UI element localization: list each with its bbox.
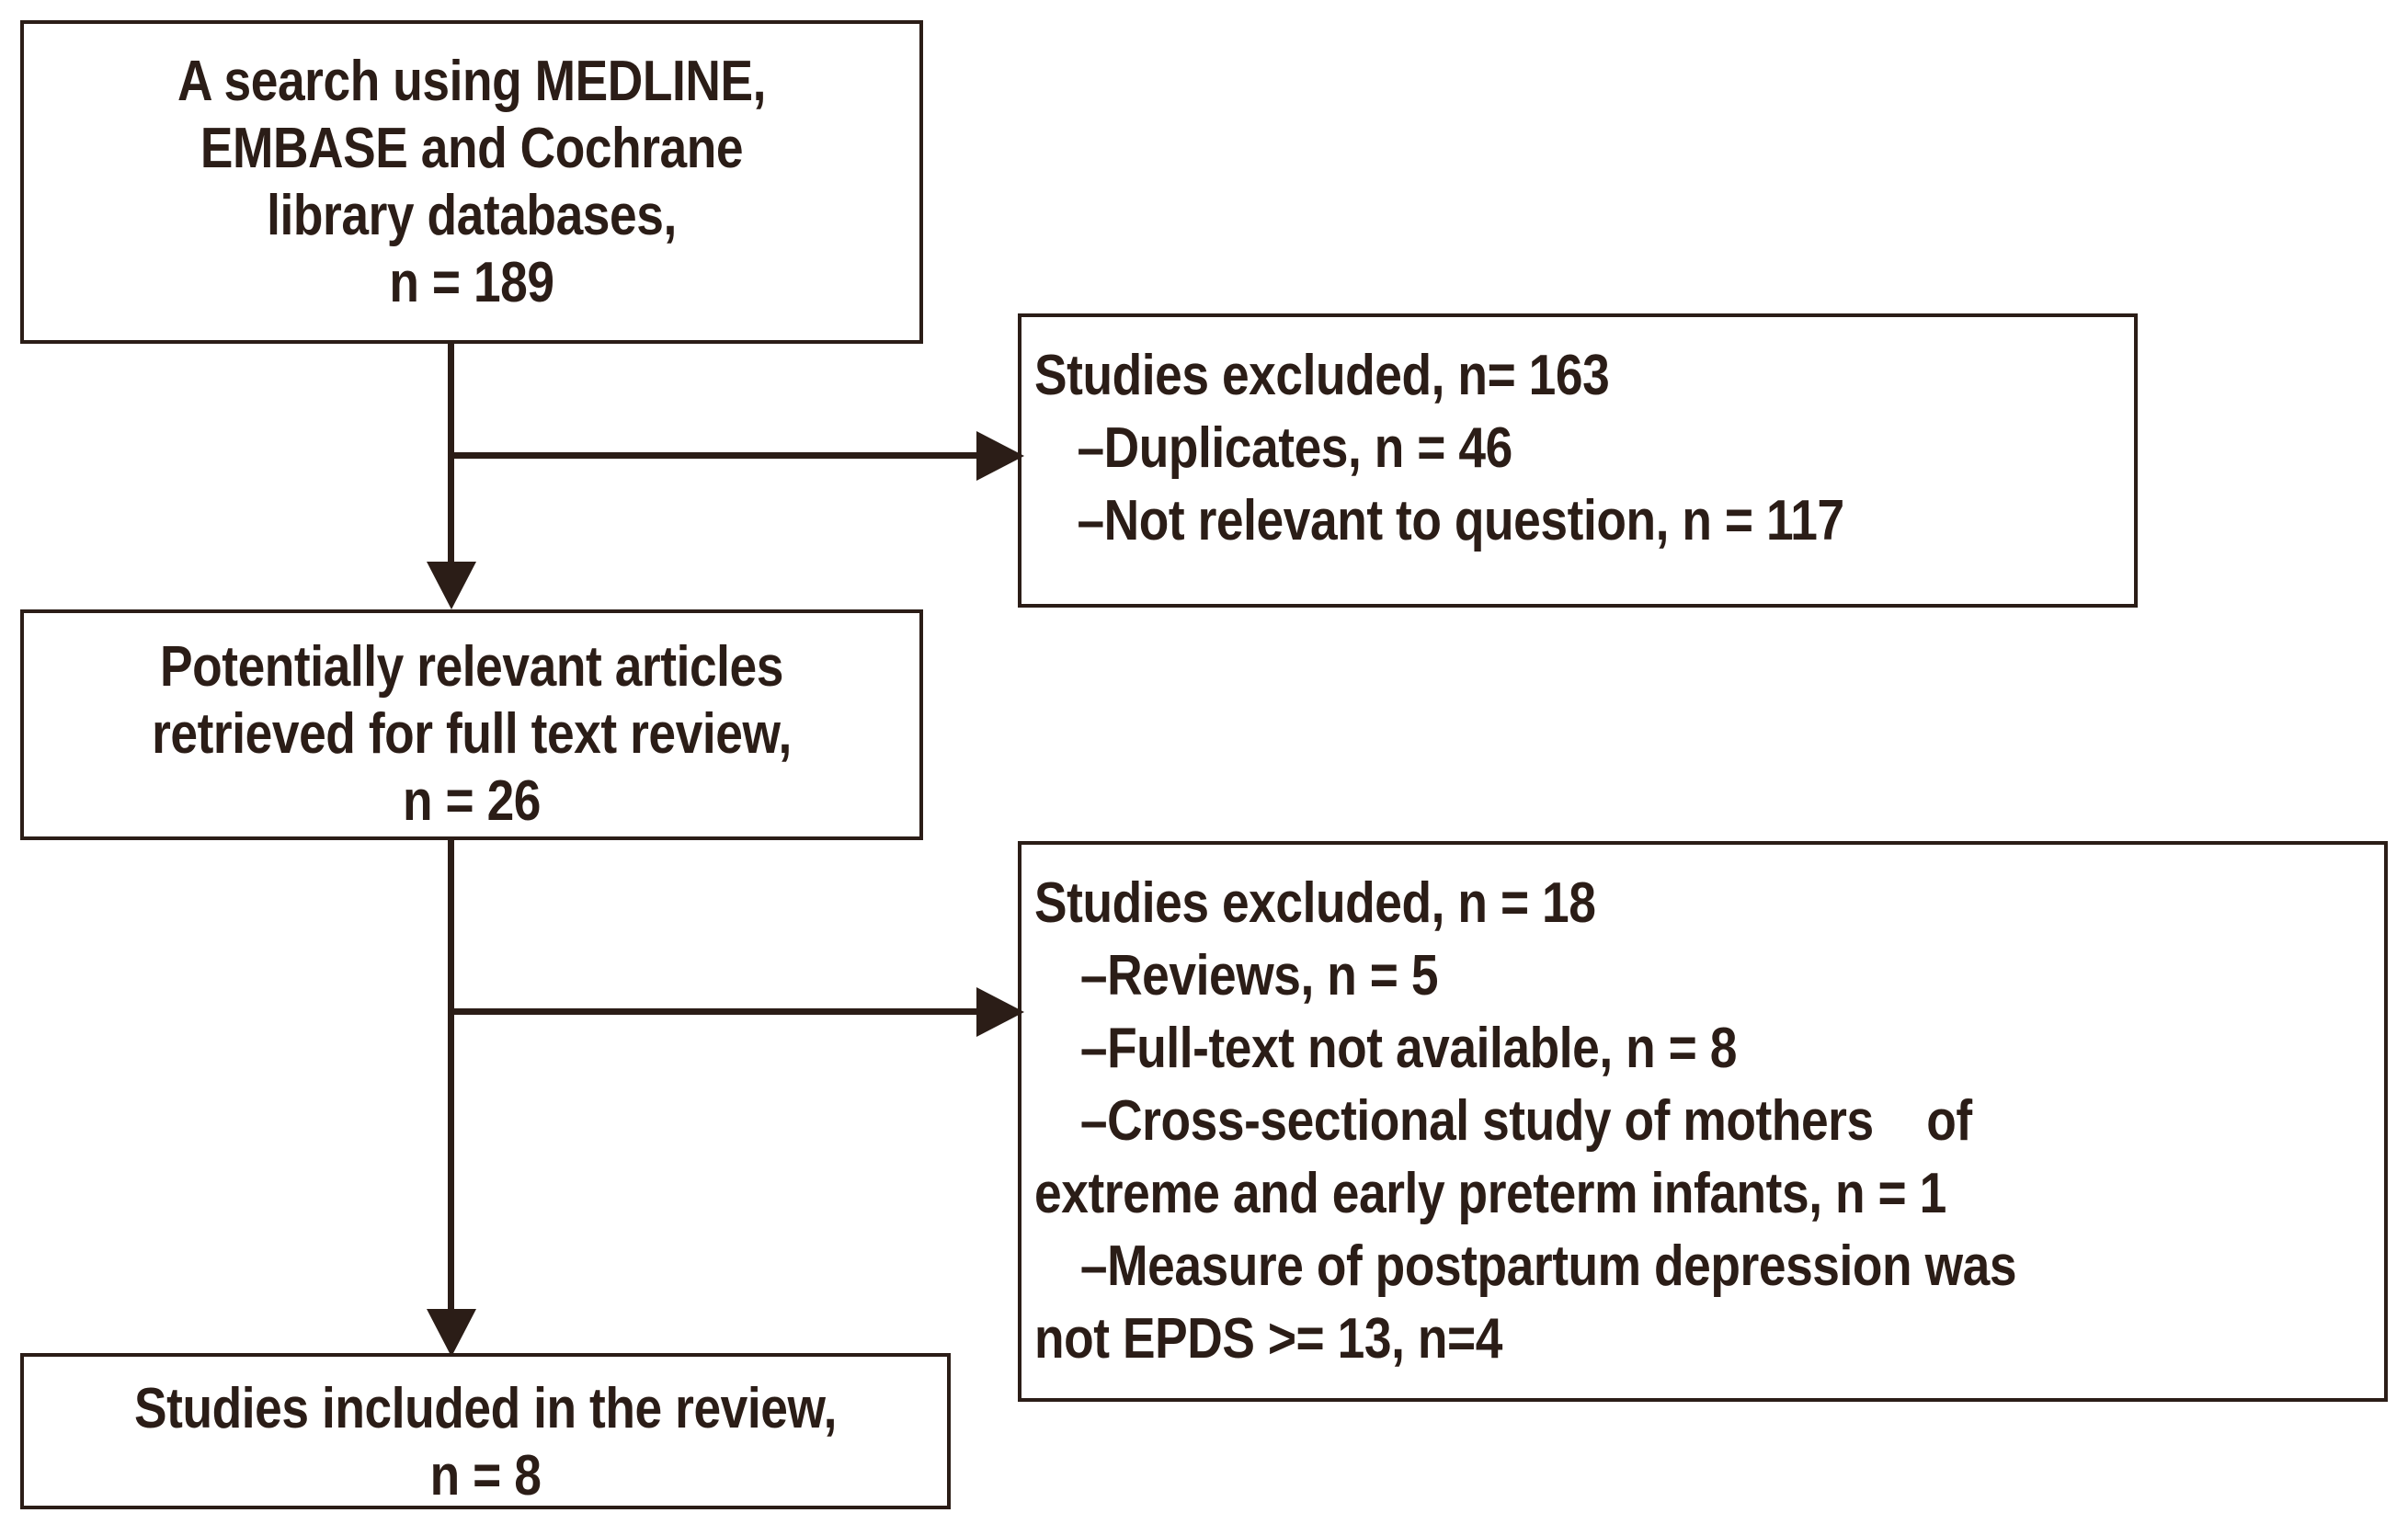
- excluded-2-reason-fulltext-text: Full-text not available, n = 8: [1107, 1017, 1737, 1080]
- dash-marker-icon: –: [1079, 1017, 1108, 1080]
- excluded-2-reason-reviews: –Reviews, n = 5: [1034, 939, 2187, 1012]
- dash-marker-icon: –: [1079, 1089, 1108, 1153]
- retrieved-to-excluded-2-connector-line: [451, 1008, 982, 1015]
- excluded-2-reason-crosssectional: –Cross-sectional study of mothers of: [1034, 1085, 2187, 1157]
- studies-excluded-second-pass-text: Studies excluded, n = 18 –Reviews, n = 5…: [1021, 867, 2384, 1375]
- included-line-1: Studies included in the review,: [134, 1377, 837, 1440]
- retrieved-count: n = 26: [402, 769, 542, 833]
- excluded-2-reason-reviews-text: Reviews, n = 5: [1107, 944, 1439, 1007]
- studies-excluded-second-pass-box: Studies excluded, n = 18 –Reviews, n = 5…: [1018, 841, 2388, 1402]
- studies-included-text: Studies included in the review, n = 8: [24, 1375, 947, 1509]
- excluded-1-reason-duplicates: –Duplicates, n = 46: [1034, 412, 1972, 484]
- retrieved-to-excluded-2-arrowhead-icon: [976, 987, 1024, 1037]
- search-to-retrieved-arrowhead-icon: [427, 562, 476, 609]
- search-to-excluded-1-arrowhead-icon: [976, 431, 1024, 481]
- excluded-2-heading: Studies excluded, n = 18: [1034, 871, 1596, 935]
- retrieved-to-included-connector-line: [448, 840, 454, 1316]
- retrieved-line-2: retrieved for full text review,: [152, 702, 792, 766]
- potentially-relevant-articles-text: Potentially relevant articles retrieved …: [24, 633, 919, 835]
- search-sources-line-2: EMBASE and Cochrane: [200, 117, 744, 180]
- excluded-1-heading: Studies excluded, n= 163: [1034, 344, 1610, 407]
- dash-marker-icon: –: [1079, 1234, 1108, 1298]
- search-sources-box: A search using MEDLINE, EMBASE and Cochr…: [20, 20, 923, 344]
- excluded-2-reason-crosssectional-cont: extreme and early preterm infants, n = 1: [1034, 1162, 1946, 1225]
- included-count: n = 8: [429, 1444, 542, 1507]
- potentially-relevant-articles-box: Potentially relevant articles retrieved …: [20, 609, 923, 840]
- excluded-1-reason-duplicates-text: Duplicates, n = 46: [1103, 416, 1513, 480]
- search-to-excluded-1-connector-line: [451, 452, 982, 459]
- dash-marker-icon: –: [1077, 416, 1104, 480]
- excluded-1-reason-not-relevant-text: Not relevant to question, n = 117: [1103, 489, 1844, 552]
- studies-excluded-first-pass-text: Studies excluded, n= 163 –Duplicates, n …: [1021, 339, 2134, 557]
- search-sources-text: A search using MEDLINE, EMBASE and Cochr…: [24, 48, 919, 316]
- retrieved-line-1: Potentially relevant articles: [159, 635, 784, 699]
- dash-marker-icon: –: [1077, 489, 1104, 552]
- excluded-2-reason-measure-cont: not EPDS >= 13, n=4: [1034, 1307, 1502, 1371]
- excluded-2-reason-measure: –Measure of postpartum depression was: [1034, 1230, 2187, 1303]
- studies-excluded-first-pass-box: Studies excluded, n= 163 –Duplicates, n …: [1018, 313, 2138, 608]
- search-sources-count: n = 189: [389, 251, 554, 314]
- search-sources-line-3: library databases,: [267, 184, 677, 247]
- studies-included-box: Studies included in the review, n = 8: [20, 1353, 951, 1509]
- dash-marker-icon: –: [1079, 944, 1108, 1007]
- excluded-2-reason-crosssectional-text: Cross-sectional study of mothers of: [1107, 1089, 1972, 1153]
- retrieved-to-included-arrowhead-icon: [427, 1309, 476, 1357]
- excluded-2-reason-measure-text: Measure of postpartum depression was: [1107, 1234, 2017, 1298]
- excluded-1-reason-not-relevant: –Not relevant to question, n = 117: [1034, 484, 1972, 557]
- excluded-2-reason-fulltext: –Full-text not available, n = 8: [1034, 1012, 2187, 1085]
- search-sources-line-1: A search using MEDLINE,: [177, 50, 766, 113]
